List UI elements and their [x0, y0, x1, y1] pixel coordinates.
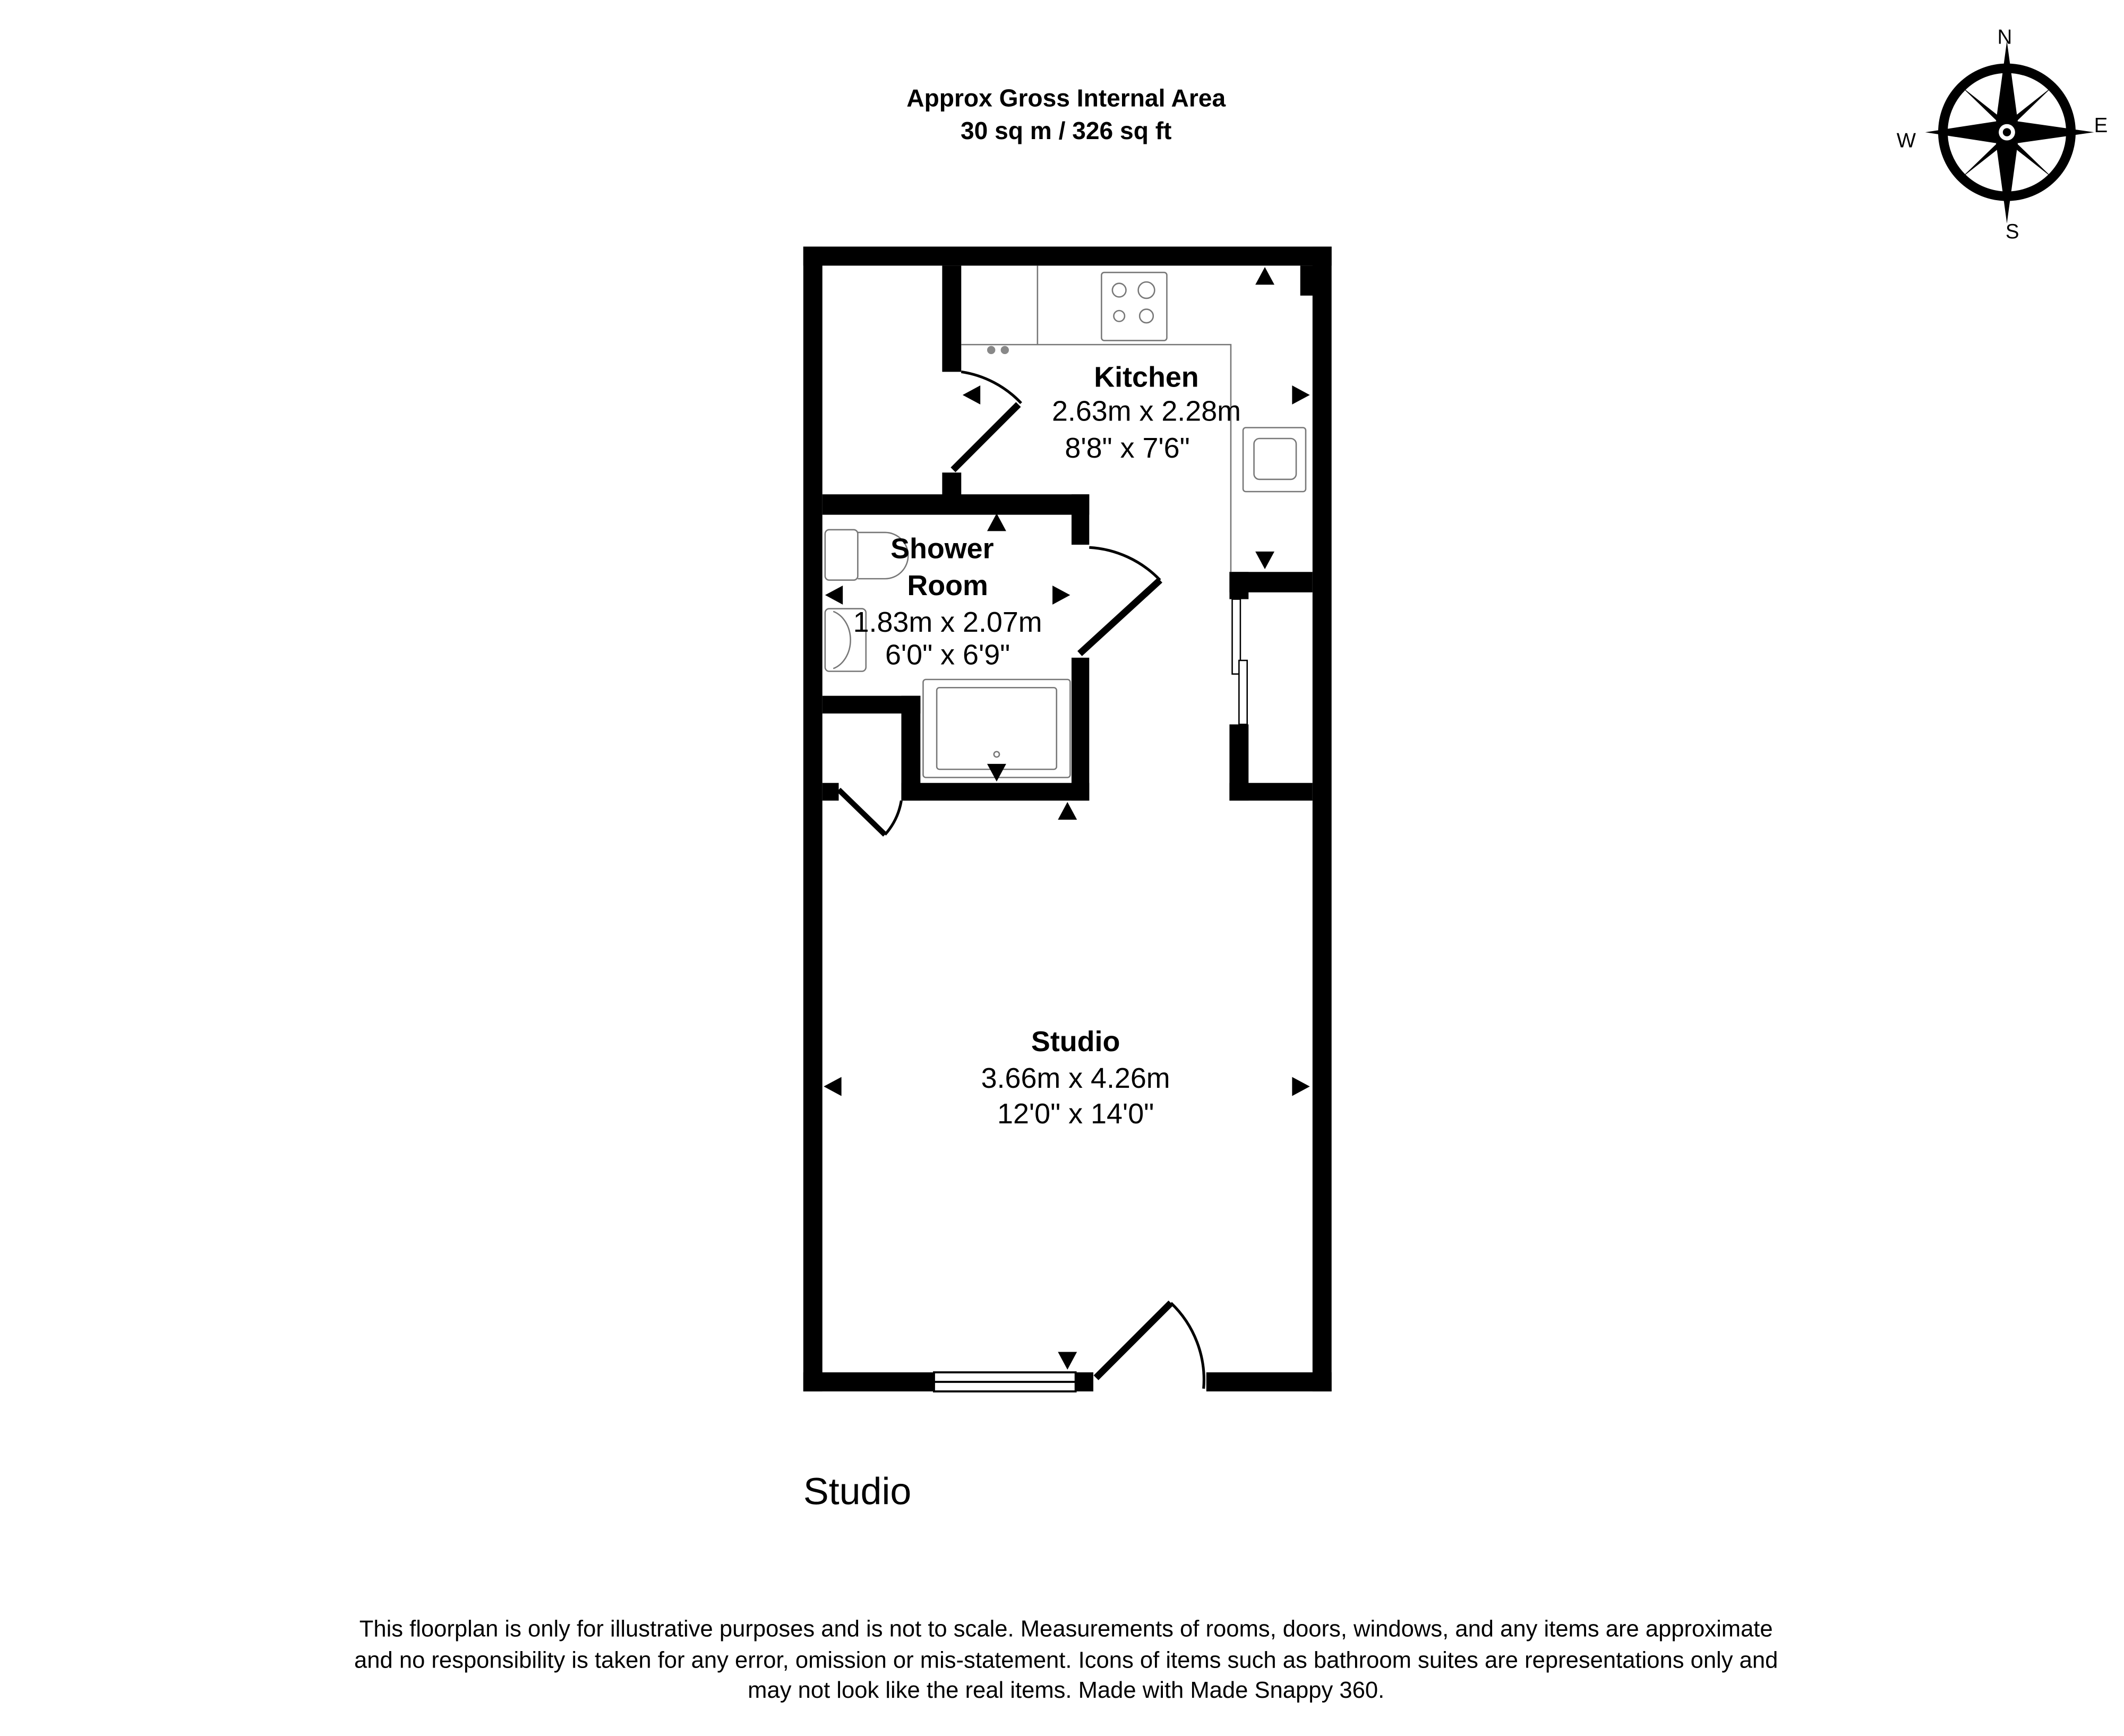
toilet-icon: [824, 529, 859, 581]
shower-room-label: Shower Room 1.83m x 2.07m 6'0" x 6'9": [853, 533, 1042, 671]
window: [933, 1371, 1077, 1393]
svg-text:8'8" x 7'6": 8'8" x 7'6": [1065, 432, 1189, 464]
area-value: 30 sq m / 326 sq ft: [961, 117, 1171, 144]
compass-icon: N E S W: [1897, 25, 2108, 243]
floor-label: Studio: [803, 1471, 912, 1513]
svg-text:2.63m x 2.28m: 2.63m x 2.28m: [1052, 396, 1241, 427]
kitchen-fixtures: [961, 265, 1307, 572]
dimension-arrows: [824, 267, 1310, 1370]
svg-text:Studio: Studio: [1031, 1026, 1120, 1058]
area-title: Approx Gross Internal Area: [906, 84, 1226, 111]
svg-text:S: S: [2006, 220, 2019, 243]
svg-text:Kitchen: Kitchen: [1094, 362, 1198, 393]
sink-icon: [1242, 427, 1307, 493]
svg-text:6'0" x 6'9": 6'0" x 6'9": [885, 639, 1010, 671]
hob-icon: [1101, 271, 1168, 341]
studio-label: Studio 3.66m x 4.26m 12'0" x 14'0": [981, 1026, 1170, 1130]
svg-text:W: W: [1897, 129, 1916, 152]
svg-text:Shower: Shower: [890, 533, 994, 565]
svg-text:Room: Room: [907, 570, 988, 601]
svg-text:3.66m x 4.26m: 3.66m x 4.26m: [981, 1062, 1170, 1094]
walls: [803, 246, 1332, 1391]
kitchen-label: Kitchen 2.63m x 2.28m 8'8" x 7'6": [1052, 362, 1241, 464]
shower-tray-icon: [922, 678, 1071, 778]
disclaimer: This floorplan is only for illustrative …: [354, 1616, 1778, 1703]
svg-text:and no responsibility is taken: and no responsibility is taken for any e…: [354, 1647, 1778, 1673]
doors: [836, 370, 1248, 1389]
svg-text:1.83m x 2.07m: 1.83m x 2.07m: [853, 606, 1042, 638]
svg-text:E: E: [2094, 114, 2108, 137]
svg-text:may not look like the real ite: may not look like the real items. Made w…: [748, 1678, 1384, 1703]
basin-icon: [824, 608, 867, 672]
svg-text:12'0" x 14'0": 12'0" x 14'0": [997, 1098, 1154, 1130]
svg-text:N: N: [1998, 25, 2012, 48]
svg-text:This floorplan is only for ill: This floorplan is only for illustrative …: [359, 1616, 1773, 1642]
